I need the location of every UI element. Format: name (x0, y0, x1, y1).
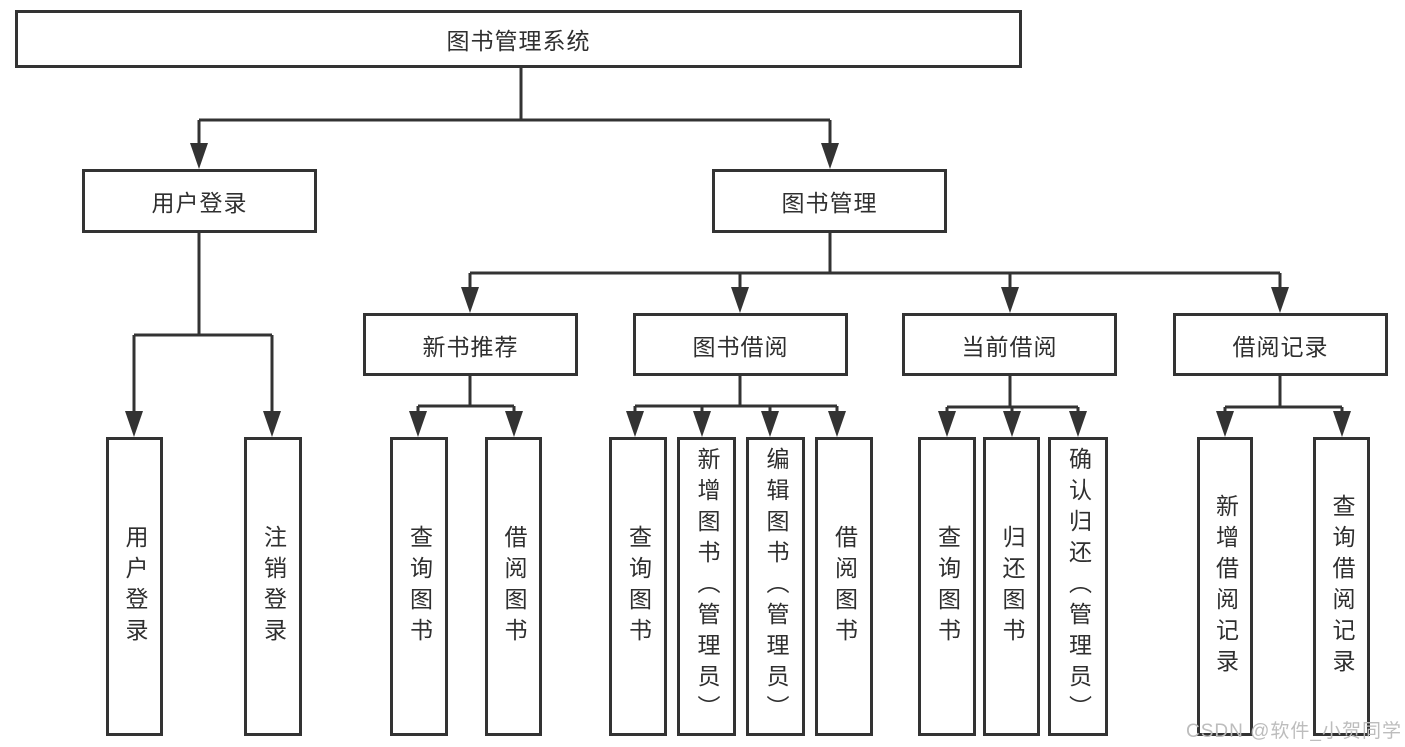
leaf-records-query-record-label: 查询借阅记录 (1329, 493, 1355, 680)
leaf-borrow-add-books-label: 新增图书（管理员） (694, 447, 720, 726)
leaf-records-add-record: 新增借阅记录 (1197, 437, 1253, 736)
node-book-borrow-label: 图书借阅 (692, 333, 789, 360)
leaf-current-return-books: 归还图书 (983, 437, 1040, 736)
node-library-system-label: 图书管理系统 (446, 28, 591, 54)
leaf-logout: 注销登录 (244, 437, 302, 736)
leaf-borrow-borrow-books: 借阅图书 (815, 437, 873, 736)
node-borrow-records: 借阅记录 (1173, 313, 1388, 376)
node-user-login: 用户登录 (82, 169, 317, 233)
leaf-borrow-add-books: 新增图书（管理员） (677, 437, 736, 736)
leaf-current-confirm-return: 确认归还（管理员） (1048, 437, 1108, 736)
node-current-borrow-label: 当前借阅 (961, 333, 1058, 360)
leaf-borrow-query-books: 查询图书 (609, 437, 667, 736)
leaf-borrow-borrow-books-label: 借阅图书 (831, 524, 858, 649)
edge-paths (132, 68, 1344, 413)
leaf-recommend-query-books: 查询图书 (390, 437, 448, 736)
leaf-borrow-edit-books: 编辑图书（管理员） (746, 437, 805, 736)
node-new-book-recommend-label: 新书推荐 (422, 333, 519, 360)
leaf-current-return-books-label: 归还图书 (999, 524, 1025, 649)
node-book-management-label: 图书管理 (781, 190, 878, 216)
node-book-borrow: 图书借阅 (633, 313, 848, 376)
leaf-records-query-record: 查询借阅记录 (1313, 437, 1370, 736)
node-book-management: 图书管理 (712, 169, 947, 233)
leaf-borrow-query-books-label: 查询图书 (625, 524, 652, 649)
leaf-borrow-edit-books-label: 编辑图书（管理员） (763, 447, 789, 726)
arrowheads (125, 143, 1351, 437)
leaf-current-query-books: 查询图书 (918, 437, 976, 736)
node-current-borrow: 当前借阅 (902, 313, 1117, 376)
node-new-book-recommend: 新书推荐 (363, 313, 578, 376)
leaf-recommend-query-books-label: 查询图书 (406, 524, 433, 649)
leaf-current-query-books-label: 查询图书 (934, 524, 961, 649)
node-library-system: 图书管理系统 (15, 10, 1022, 68)
node-borrow-records-label: 借阅记录 (1232, 333, 1329, 360)
leaf-user-login-label: 用户登录 (122, 524, 148, 649)
csdn-watermark: CSDN @软件_小贺同学 (1186, 721, 1402, 742)
leaf-user-login: 用户登录 (106, 437, 163, 736)
leaf-recommend-borrow-books: 借阅图书 (485, 437, 542, 736)
leaf-current-confirm-return-label: 确认归还（管理员） (1065, 447, 1092, 726)
leaf-records-add-record-label: 新增借阅记录 (1212, 493, 1239, 680)
leaf-recommend-borrow-books-label: 借阅图书 (501, 524, 527, 649)
node-user-login-label: 用户登录 (151, 190, 248, 216)
leaf-logout-label: 注销登录 (260, 524, 287, 649)
